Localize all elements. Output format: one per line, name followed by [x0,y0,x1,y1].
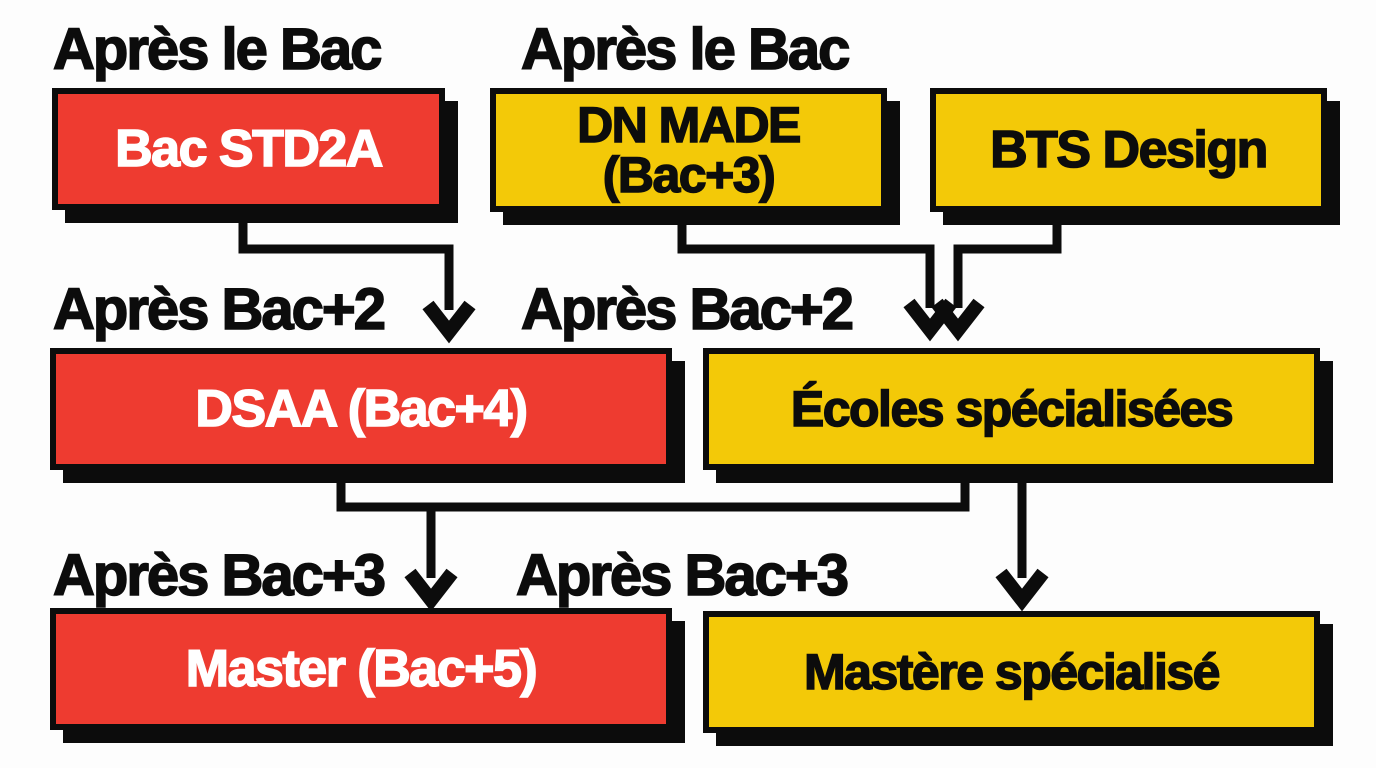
heading-apres-bac3-mid: Après Bac+3 [515,543,850,608]
arrowhead-dn-made-to-ecoles [903,298,957,342]
box-ecoles-specialisees: Écoles spécialisées [703,348,1320,470]
heading-apres-bac3-left: Après Bac+3 [52,543,387,608]
box-bac-std2a: Bac STD2A [52,88,445,210]
box-dsaa: DSAA (Bac+4) [50,348,672,470]
heading-apres-le-bac-mid: Après le Bac [520,17,851,82]
box-label-dn-made-line1: DN MADE [576,97,802,153]
box-bts-design: BTS Design [930,88,1327,212]
box-master: Master (Bac+5) [50,608,672,730]
box-label-master: Master (Bac+5) [185,640,538,698]
heading-apres-le-bac-left: Après le Bac [52,17,383,82]
connector-bts-to-ecoles [953,203,1062,308]
arrowhead-junction-to-master [404,568,458,612]
box-label-dsaa: DSAA (Bac+4) [195,380,529,438]
arrowhead-bac-std2a-to-dsaa [422,300,476,344]
heading-apres-bac2-left: Après Bac+2 [52,277,387,342]
box-label-dn-made-line2: (Bac+3) [602,147,777,203]
box-label-bts-design: BTS Design [989,121,1269,179]
box-label-mastere-specialise: Mastère spécialisé [803,644,1221,700]
box-label-ecoles-specialisees: Écoles spécialisées [790,381,1234,437]
heading-apres-bac2-mid: Après Bac+2 [520,277,855,342]
arrowhead-bts-to-ecoles [931,298,985,342]
box-mastere-specialise: Mastère spécialisé [703,611,1320,733]
box-dn-made: DN MADE(Bac+3) [490,88,887,212]
box-label-bac-std2a: Bac STD2A [114,120,384,178]
arrowhead-ecoles-to-mastere [995,568,1049,612]
